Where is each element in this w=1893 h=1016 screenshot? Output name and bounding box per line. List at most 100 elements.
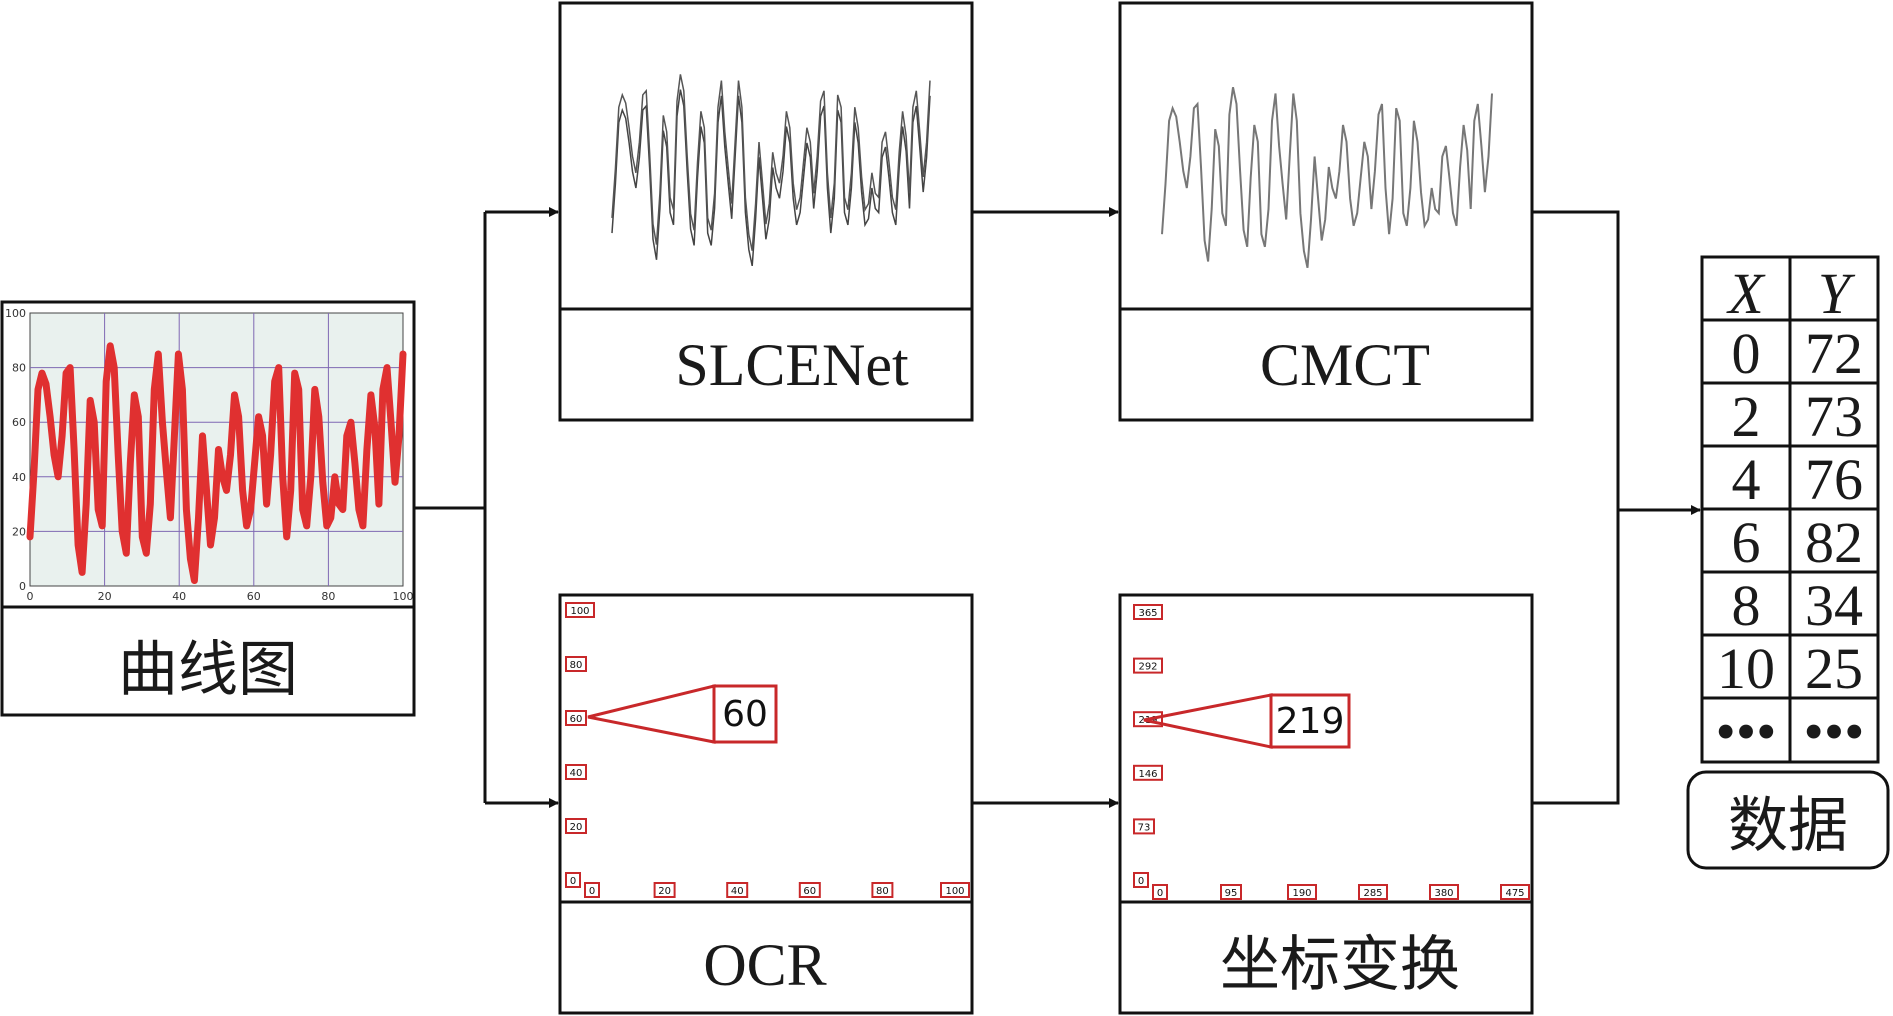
cell-y: 73 xyxy=(1805,384,1863,449)
y-tick-label: 20 xyxy=(12,525,26,538)
tick-box-label: 60 xyxy=(803,886,816,897)
tick-box-label: 40 xyxy=(570,768,583,779)
y-tick-label: 100 xyxy=(5,307,26,320)
tick-box-label: 285 xyxy=(1363,888,1382,899)
tick-box xyxy=(726,882,749,898)
transform-label: 坐标变换 xyxy=(1220,930,1460,1000)
tick-box-label: 60 xyxy=(570,714,583,725)
cell-x: 2 xyxy=(1732,384,1761,449)
tick-box-label: 292 xyxy=(1138,662,1157,673)
tick-box xyxy=(1500,884,1530,900)
tick-box-label: 40 xyxy=(731,886,744,897)
tick-box-label: 80 xyxy=(570,660,583,671)
cmct-box: CMCT xyxy=(1118,1,1534,422)
x-tick-label: 40 xyxy=(172,590,186,603)
tick-box-label: 146 xyxy=(1138,769,1157,780)
x-tick-label: 60 xyxy=(247,590,261,603)
extracted-curve-outline-b xyxy=(611,74,931,251)
tick-box xyxy=(565,656,587,672)
transform-zoom-callout: 219 xyxy=(1143,693,1351,749)
tick-box xyxy=(565,710,587,726)
tick-box xyxy=(1358,884,1388,900)
tick-box xyxy=(1287,884,1317,900)
y-tick-label: 40 xyxy=(12,471,26,484)
tick-box-label: 0 xyxy=(1157,888,1163,899)
extracted-curve-outline-a xyxy=(611,89,931,267)
x-tick-label: 80 xyxy=(321,590,335,603)
tick-box xyxy=(565,872,581,888)
connectors xyxy=(414,207,1701,808)
tick-box xyxy=(565,602,595,618)
tick-box xyxy=(584,882,600,898)
table-row: •••••• xyxy=(1716,699,1865,764)
x-tick-labels: 0 20 40 60 80 100 xyxy=(27,590,414,603)
cell-y: 82 xyxy=(1805,510,1863,575)
tick-box-label: 20 xyxy=(570,822,583,833)
tick-box xyxy=(1152,884,1168,900)
cell-x: 8 xyxy=(1732,573,1761,638)
table-header-x: X xyxy=(1726,261,1766,326)
tick-box-label: 190 xyxy=(1292,888,1311,899)
tick-box-label: 365 xyxy=(1138,608,1157,619)
cell-x: 10 xyxy=(1717,636,1775,701)
tick-box-label: 80 xyxy=(876,886,889,897)
cell-y: ••• xyxy=(1804,699,1865,764)
tick-box xyxy=(1133,604,1163,620)
cell-x: 4 xyxy=(1732,447,1761,512)
cell-y: 25 xyxy=(1805,636,1863,701)
ocr-box: 100 80 60 40 20 0 0 20 40 60 80 100 60 OCR xyxy=(558,593,974,1015)
tick-box-label: 20 xyxy=(658,886,671,897)
tick-box xyxy=(1133,818,1155,835)
tick-box xyxy=(1133,764,1163,781)
table-row: 2 73 xyxy=(1732,384,1864,449)
zoom-value: 60 xyxy=(722,694,768,735)
tick-box xyxy=(1220,884,1242,900)
tick-box xyxy=(1429,884,1459,900)
tick-box xyxy=(565,764,587,780)
table-row: 0 72 xyxy=(1732,321,1864,386)
cell-y: 72 xyxy=(1805,321,1863,386)
x-tick-label: 100 xyxy=(393,590,414,603)
x-tick-label: 20 xyxy=(98,590,112,603)
centerline-curve xyxy=(1161,86,1493,269)
tick-box xyxy=(653,882,676,898)
tick-box xyxy=(1133,657,1163,674)
ocr-y-tick-boxes: 100 80 60 40 20 0 xyxy=(565,602,595,888)
data-caption-box: 数据 xyxy=(1686,770,1890,870)
series-line xyxy=(26,342,407,584)
source-line-chart: 0 20 40 60 80 100 0 20 40 60 80 100 xyxy=(5,307,414,603)
tick-box-label: 0 xyxy=(1138,876,1144,887)
tick-box-label: 100 xyxy=(570,606,589,617)
tick-box xyxy=(798,882,821,898)
cell-y: 76 xyxy=(1805,447,1863,512)
cell-y: 34 xyxy=(1805,573,1863,638)
table-row: 8 34 xyxy=(1732,573,1864,638)
tick-box xyxy=(565,818,587,834)
tick-box-label: 0 xyxy=(589,886,595,897)
ocr-zoom-callout: 60 xyxy=(587,684,778,744)
table-row: 10 25 xyxy=(1717,636,1863,701)
x-tick-label: 0 xyxy=(27,590,34,603)
tick-box-label: 0 xyxy=(570,876,576,887)
y-tick-label: 60 xyxy=(12,416,26,429)
connector-merge xyxy=(1532,210,1620,805)
tick-box xyxy=(871,882,894,898)
ocr-label: OCR xyxy=(703,932,826,998)
cmct-label: CMCT xyxy=(1260,332,1430,398)
tick-box-label: 475 xyxy=(1505,888,1524,899)
slcenet-label: SLCENet xyxy=(675,332,909,398)
tick-box-label: 95 xyxy=(1225,888,1238,899)
table-row: 4 76 xyxy=(1732,447,1864,512)
tick-box xyxy=(940,882,970,898)
tick-box-label: 73 xyxy=(1138,822,1151,833)
cell-x: 0 xyxy=(1732,321,1761,386)
y-tick-label: 0 xyxy=(19,580,26,593)
cell-x: 6 xyxy=(1732,510,1761,575)
